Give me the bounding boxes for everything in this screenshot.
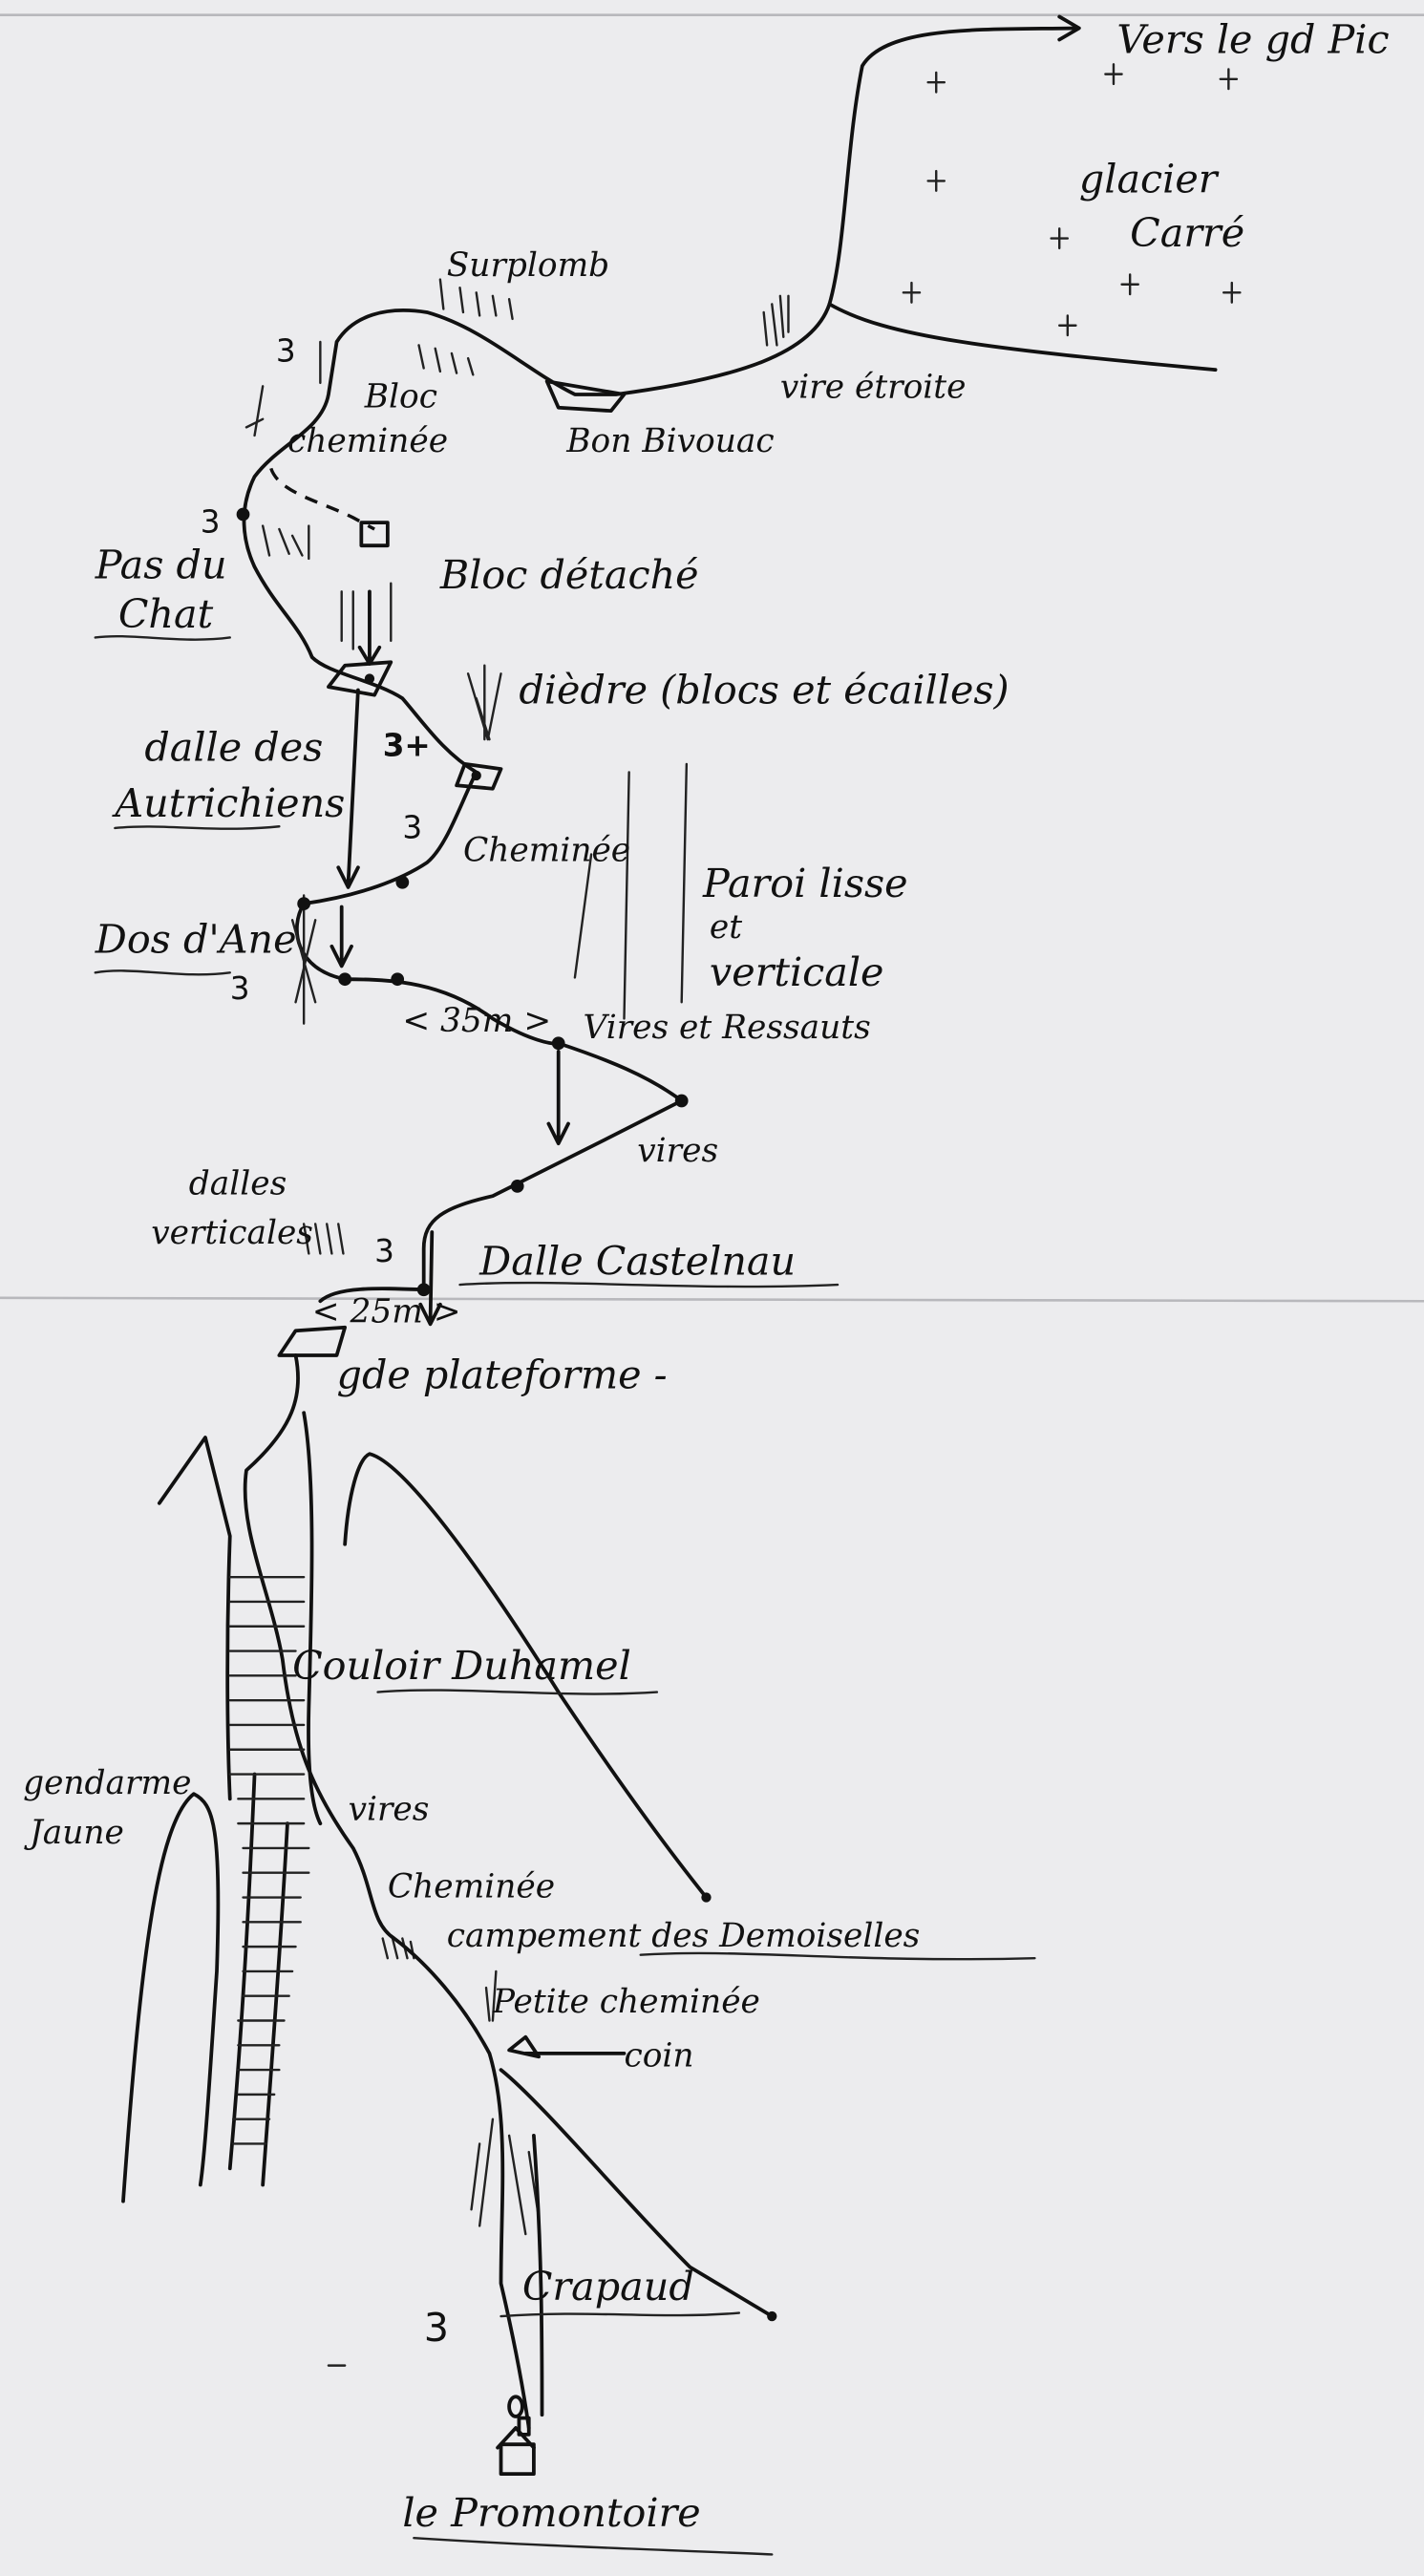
- label-cheminee-top: cheminée: [287, 422, 448, 460]
- label-paroi-lisse: Paroi lisse: [702, 861, 908, 906]
- label-chat: Chat: [118, 591, 214, 637]
- belay-points: [236, 507, 777, 2322]
- underlines: [94, 634, 1036, 2556]
- label-pas-du: Pas du: [95, 543, 227, 588]
- label-bloc: Bloc: [364, 378, 437, 416]
- label-bloc-detache: Bloc détaché: [439, 552, 699, 598]
- label-verticales: verticales: [151, 1214, 313, 1252]
- paper-fold-line: [0, 1296, 1424, 1303]
- grade-castelnau: 3: [374, 1233, 394, 1269]
- label-cheminee-mid: Cheminée: [463, 831, 630, 869]
- label-dalles: dalles: [189, 1164, 287, 1203]
- grade-top: 3: [276, 333, 296, 370]
- label-carre: Carré: [1130, 210, 1244, 256]
- grade-pas-du-chat: 3: [201, 503, 221, 540]
- label-gde-plateforme: gde plateforme -: [337, 1352, 668, 1397]
- refuge-icon: [496, 2395, 536, 2477]
- arrow-to-summit: [1057, 14, 1081, 42]
- label-vires-lower: vires: [349, 1791, 430, 1829]
- label-et: et: [710, 908, 742, 947]
- climbing-route-upper: [242, 26, 1078, 1304]
- label-jaune: Jaune: [24, 1814, 124, 1852]
- couloir-hatching: [228, 1575, 310, 2145]
- label-bon-bivouac: Bon Bivouac: [565, 422, 774, 460]
- grade-cheminee: 3: [402, 809, 422, 845]
- label-vires-upper: vires: [637, 1132, 718, 1170]
- glacier-edge: [827, 302, 1218, 373]
- bloc-detache-symbol: [359, 521, 390, 548]
- label-autrichiens: Autrichiens: [111, 780, 345, 826]
- label-coin: coin: [624, 2037, 693, 2076]
- grade-dos-dane: 3: [230, 970, 250, 1007]
- label-verticale: verticale: [710, 949, 884, 995]
- grade-diedre: 3+: [383, 727, 431, 763]
- rappel-arrows: [329, 589, 570, 1327]
- bivouac-symbol: [544, 379, 627, 414]
- label-gendarme: gendarme: [23, 1764, 191, 1802]
- label-petite-cheminee: Petite cheminée: [492, 1983, 760, 2021]
- label-le-promontoire: le Promontoire: [402, 2490, 700, 2536]
- gde-plateforme-symbol: [277, 1325, 348, 1357]
- label-crapaud: Crapaud: [522, 2264, 694, 2310]
- label-couloir-duhamel: Couloir Duhamel: [292, 1643, 631, 1689]
- label-cheminee-low: Cheminée: [388, 1868, 555, 1906]
- label-glacier: glacier: [1079, 156, 1220, 202]
- glacier-crosses: [902, 63, 1242, 337]
- label-vers-le-gd-pic: Vers le gd Pic: [1116, 16, 1389, 62]
- label-distance-35m: < 35m >: [402, 1002, 551, 1040]
- grade-bottom: 3: [424, 2305, 449, 2351]
- belay-platform-2: [455, 762, 503, 791]
- label-surplomb: Surplomb: [447, 246, 609, 285]
- label-dos-dane: Dos d'Ane: [95, 917, 297, 963]
- label-vire-etroite: vire étroite: [780, 368, 967, 406]
- couloir-duhamel-walls: [121, 1411, 775, 2417]
- belay-platform-1: [327, 660, 393, 697]
- label-dalle-des: dalle des: [144, 724, 323, 770]
- label-dalle-castelnau: Dalle Castelnau: [478, 1239, 796, 1285]
- overhang-hatching: [244, 278, 790, 2236]
- label-vires-et-ressauts: Vires et Ressauts: [584, 1009, 871, 1047]
- label-campement-des-demoiselles: campement des Demoiselles: [447, 1917, 921, 1955]
- label-diedre: dièdre (blocs et écailles): [519, 667, 1009, 713]
- coin-pointer: [507, 2034, 627, 2059]
- dashed-variant: [269, 467, 375, 531]
- label-distance-25m: < 25m >: [312, 1293, 461, 1331]
- climbing-route-lower: [243, 1353, 531, 2430]
